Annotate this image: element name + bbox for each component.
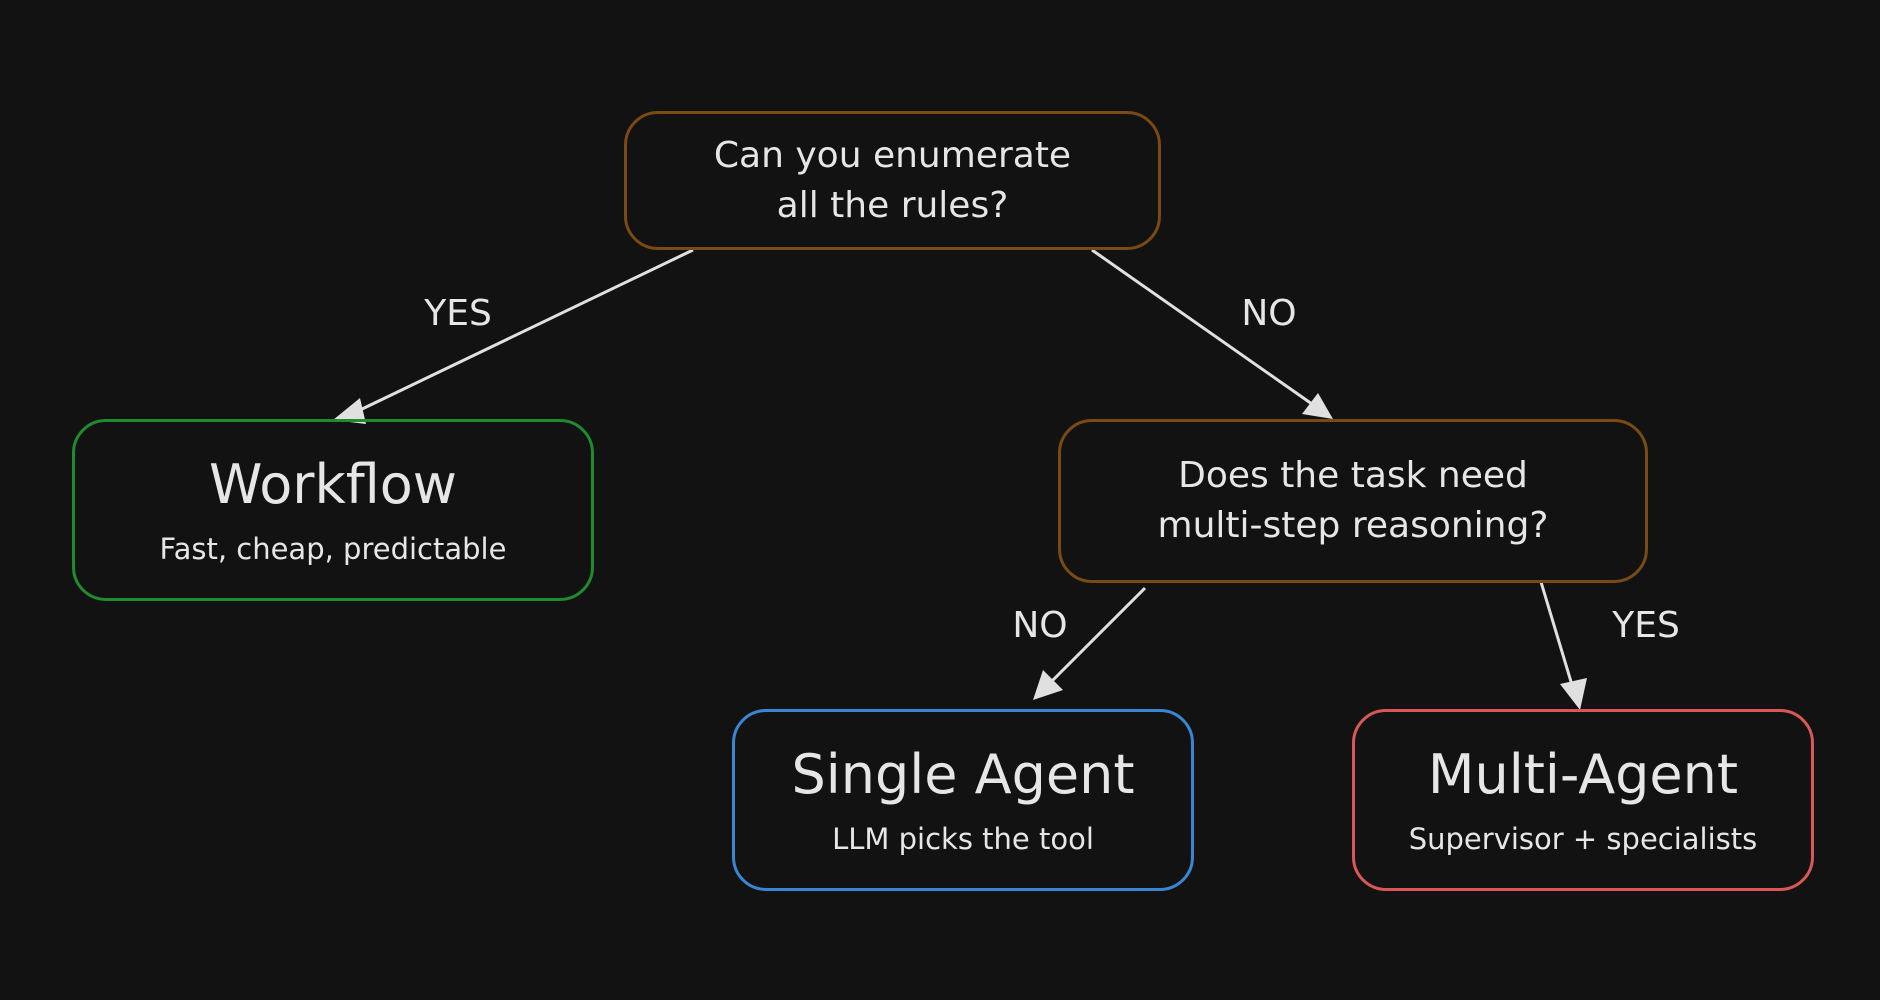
outcome-title: Multi-Agent [1427, 743, 1739, 806]
edge-q1-to-q2 [1091, 248, 1333, 419]
outcome-subtitle: LLM picks the tool [832, 822, 1094, 856]
outcome-title: Workflow [209, 453, 457, 516]
decision-node-multi-step: Does the task need multi-step reasoning? [1058, 419, 1648, 583]
decision-question: Does the task need multi-step reasoning? [1157, 455, 1549, 546]
decision-question: Can you enumerate all the rules? [713, 134, 1072, 226]
edge-label-yes: YES [1612, 605, 1680, 646]
outcome-node-single-agent: Single Agent LLM picks the tool [732, 709, 1194, 891]
outcome-node-workflow: Workflow Fast, cheap, predictable [72, 419, 594, 601]
arrowhead-icon [333, 398, 366, 424]
arrowhead-icon [1302, 393, 1333, 419]
edge-label-no: NO [1012, 605, 1068, 646]
arrowhead-icon [1033, 670, 1063, 700]
edge-q2-to-single-agent [1033, 586, 1147, 700]
edge-q2-to-multi-agent [1539, 581, 1587, 710]
edge-label-yes: YES [424, 293, 492, 334]
outcome-subtitle: Fast, cheap, predictable [159, 532, 507, 566]
outcome-subtitle: Supervisor + specialists [1408, 822, 1758, 856]
outcome-node-multi-agent: Multi-Agent Supervisor + specialists [1352, 709, 1814, 891]
arrowhead-icon [1560, 678, 1587, 710]
outcome-title: Single Agent [791, 743, 1135, 806]
edge-label-no: NO [1241, 293, 1297, 334]
edge-q1-to-workflow [333, 248, 694, 424]
decision-node-enumerate-rules: Can you enumerate all the rules? [624, 111, 1161, 250]
